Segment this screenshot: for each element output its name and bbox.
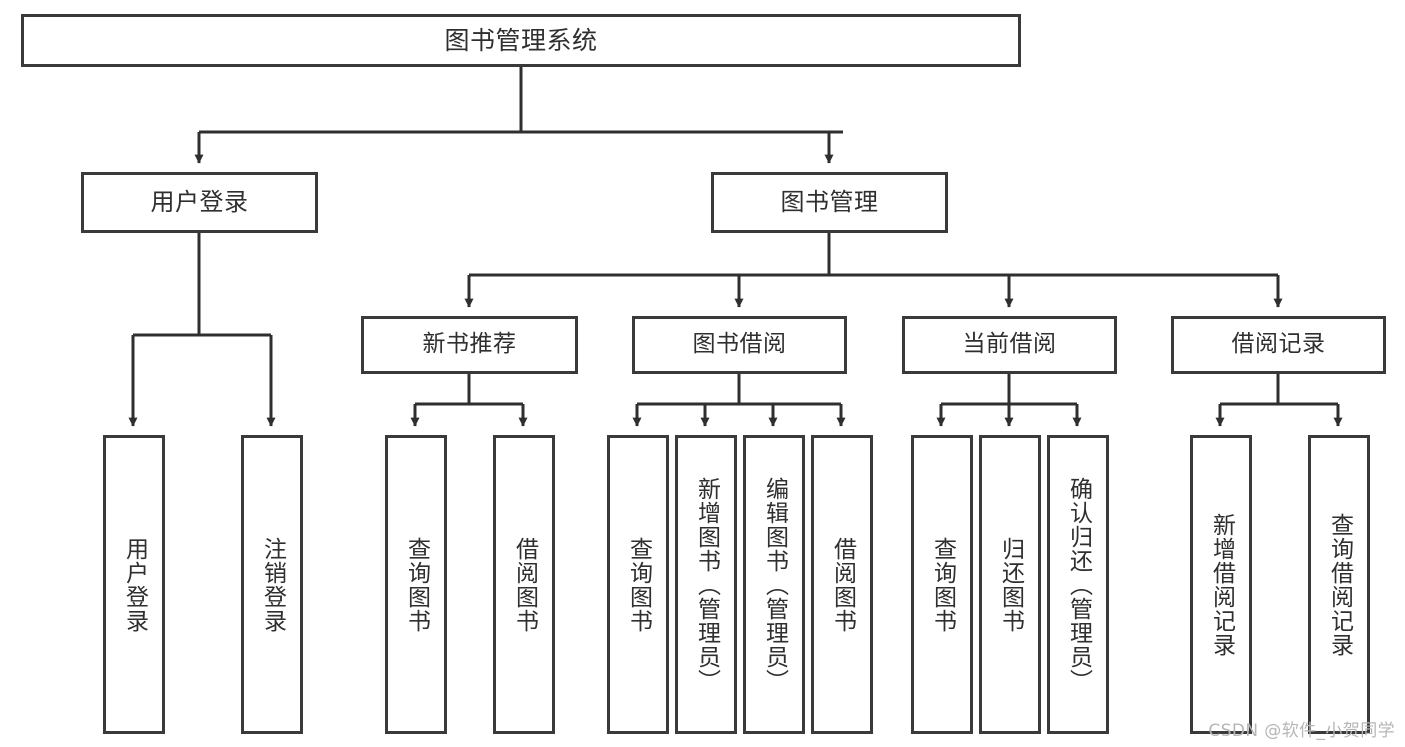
leaf-current-borrow-confirm-return[interactable]: 确认归还（管理员） [1047, 435, 1109, 734]
leaf-label: 查询借阅记录 [1326, 512, 1353, 657]
leaf-book-borrow-query[interactable]: 查询图书 [607, 435, 669, 734]
leaf-label: 用户登录 [121, 536, 148, 633]
node-root-system[interactable]: 图书管理系统 [21, 14, 1021, 67]
node-book-manage-label: 图书管理 [780, 188, 879, 217]
leaf-new-book-query[interactable]: 查询图书 [385, 435, 447, 734]
node-current-borrow[interactable]: 当前借阅 [902, 316, 1117, 374]
leaf-borrow-record-add[interactable]: 新增借阅记录 [1190, 435, 1252, 734]
node-borrow-record[interactable]: 借阅记录 [1171, 316, 1386, 374]
leaf-label: 新增图书（管理员） [693, 476, 720, 693]
leaf-new-book-borrow[interactable]: 借阅图书 [493, 435, 555, 734]
leaf-current-borrow-query[interactable]: 查询图书 [911, 435, 973, 734]
leaf-user-login-login[interactable]: 用户登录 [103, 435, 165, 734]
node-book-manage[interactable]: 图书管理 [711, 172, 948, 233]
leaf-label: 注销登录 [259, 536, 286, 633]
leaf-label: 查询图书 [625, 536, 652, 633]
node-new-book-recommend[interactable]: 新书推荐 [361, 316, 578, 374]
leaf-user-login-logout[interactable]: 注销登录 [241, 435, 303, 734]
node-borrow-record-label: 借阅记录 [1231, 331, 1326, 358]
leaf-book-borrow-add[interactable]: 新增图书（管理员） [675, 435, 737, 734]
node-root-label: 图书管理系统 [444, 25, 598, 55]
leaf-label: 借阅图书 [511, 536, 538, 633]
leaf-book-borrow-edit[interactable]: 编辑图书（管理员） [743, 435, 805, 734]
leaf-book-borrow-borrow[interactable]: 借阅图书 [811, 435, 873, 734]
leaf-label: 归还图书 [997, 536, 1024, 633]
leaf-borrow-record-query[interactable]: 查询借阅记录 [1308, 435, 1370, 734]
leaf-label: 借阅图书 [829, 536, 856, 633]
node-user-login-label: 用户登录 [150, 188, 249, 217]
node-book-borrow[interactable]: 图书借阅 [632, 316, 847, 374]
leaf-label: 确认归还（管理员） [1065, 476, 1092, 693]
leaf-label: 新增借阅记录 [1208, 512, 1235, 657]
leaf-label: 查询图书 [403, 536, 430, 633]
leaf-label: 编辑图书（管理员） [761, 476, 788, 693]
leaf-current-borrow-return[interactable]: 归还图书 [979, 435, 1041, 734]
node-book-borrow-label: 图书借阅 [692, 331, 787, 358]
leaf-label: 查询图书 [929, 536, 956, 633]
node-user-login[interactable]: 用户登录 [81, 172, 318, 233]
node-current-borrow-label: 当前借阅 [962, 331, 1057, 358]
node-new-book-recommend-label: 新书推荐 [422, 331, 517, 358]
